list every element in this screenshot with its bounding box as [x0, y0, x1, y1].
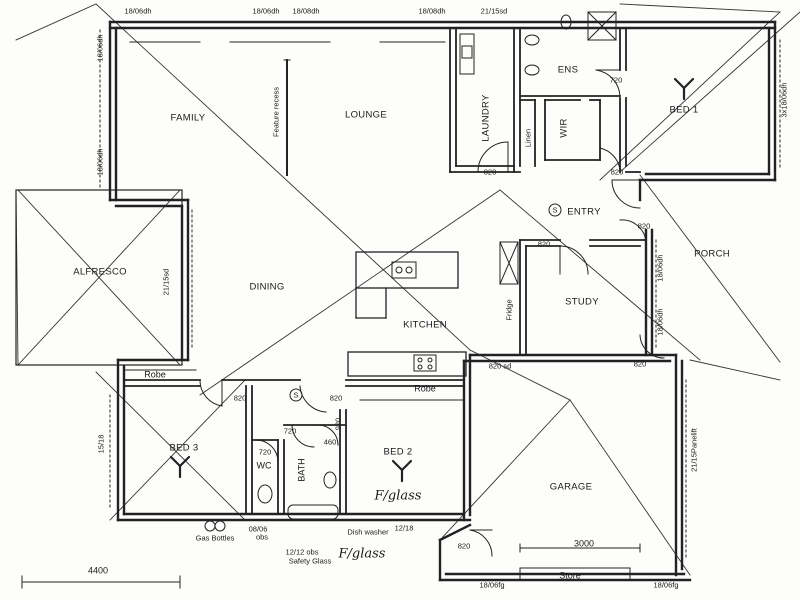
door-label-entry: 820: [637, 221, 651, 231]
ceiling-fan-icon: [673, 77, 695, 101]
window-label-alfresco: 21/15sd: [161, 268, 171, 296]
window-label-top2: 18/06dh: [252, 6, 280, 16]
window-label-garage-bottom1: 18/06fg: [479, 580, 505, 590]
fixtures: [99, 11, 781, 581]
door-label-study: 820: [537, 239, 551, 249]
note-dishwasher: Dish washer: [347, 527, 389, 537]
window-label-bed1-side: 3x18/06dh: [779, 82, 789, 118]
note-obs: obs: [255, 532, 269, 542]
room-label-robe-left: Robe: [144, 369, 166, 380]
room-label-lounge: LOUNGE: [345, 109, 387, 121]
handwritten-fglass-2: F/glass: [338, 546, 386, 562]
interior-walls: [123, 27, 647, 520]
room-label-dining: DINING: [249, 281, 285, 293]
room-label-bed2: BED 2: [383, 446, 413, 458]
window-label-garage-side: 21/15Panelift: [689, 428, 699, 472]
smoke-detector-entry: S: [552, 205, 558, 215]
room-label-bath: BATH: [296, 458, 307, 482]
ceiling-fan-icon: [391, 459, 413, 483]
room-label-robe-right: Robe: [414, 383, 436, 394]
door-label-laundry: 820: [483, 167, 497, 177]
note-scale: 4400: [87, 565, 109, 576]
room-label-kitchen: KITCHEN: [403, 319, 447, 331]
window-label-bottom1: 08/06: [248, 524, 268, 534]
window-label-left2: 18/06dh: [95, 148, 105, 176]
room-label-garage: GARAGE: [549, 481, 593, 493]
alfresco-outline: [15, 189, 183, 366]
door-label-bath-cupboard-2: 920: [333, 417, 343, 431]
door-label-garage: 820: [457, 541, 471, 551]
door-label-bath: 720: [283, 426, 297, 436]
door-label-bath-cupboard: 460: [323, 437, 337, 447]
window-label-left1: 18/06dh: [95, 34, 105, 62]
room-label-laundry: LAUNDRY: [480, 94, 492, 142]
room-label-store: Store: [559, 570, 581, 581]
note-garage-width: 3000: [573, 538, 595, 549]
room-label-ens: ENS: [557, 64, 579, 76]
room-label-entry: ENTRY: [567, 206, 601, 218]
room-label-alfresco: ALFRESCO: [73, 266, 127, 278]
window-label-top3: 18/08dh: [292, 6, 320, 16]
window-label-bottom3: 12/18: [394, 523, 414, 533]
window-label-top4: 18/08dh: [418, 6, 446, 16]
door-swings: [199, 69, 665, 557]
room-label-wir: WIR: [558, 118, 570, 138]
room-label-family: FAMILY: [170, 112, 206, 124]
smoke-detector-hall: S: [293, 390, 299, 400]
window-label-porch2: 18/06dh: [655, 308, 665, 336]
door-label-wc: 720: [258, 447, 272, 457]
door-label-ens: 720: [609, 75, 623, 85]
room-label-bed1: BED 1: [669, 104, 699, 116]
window-label-garage-bottom2: 18/06fg: [653, 580, 679, 590]
door-label-bed1: 820: [610, 167, 624, 177]
note-gas-bottles: Gas Bottles: [195, 533, 235, 543]
window-label-bed3-side: 15/18: [96, 434, 106, 454]
scale-bar: [21, 575, 181, 589]
room-label-porch: PORCH: [694, 248, 730, 260]
room-label-wc: WC: [256, 460, 272, 471]
door-label-porch: 820: [633, 359, 647, 369]
window-label-bottom2: 12/12 obs: [285, 547, 319, 557]
door-label-bed3: 820: [233, 393, 247, 403]
window-label-bottom2-safety: Safety Glass: [288, 556, 332, 566]
door-label-bed2: 820: [329, 393, 343, 403]
window-label-top5: 21/15sd: [480, 6, 508, 16]
note-feature-recess: Feature recess: [271, 86, 281, 138]
window-label-top1: 18/06dh: [124, 6, 152, 16]
note-fridge: Fridge: [504, 299, 514, 321]
room-label-study: STUDY: [565, 296, 599, 308]
room-label-linen: Linen: [523, 128, 533, 148]
room-label-bed3: BED 3: [169, 442, 199, 454]
window-label-porch1: 18/06dh: [655, 254, 665, 282]
ceiling-fan-icon: [169, 455, 191, 479]
window-label-study-sd: 820 sd: [488, 361, 512, 371]
handwritten-fglass-1: F/glass: [374, 488, 422, 504]
